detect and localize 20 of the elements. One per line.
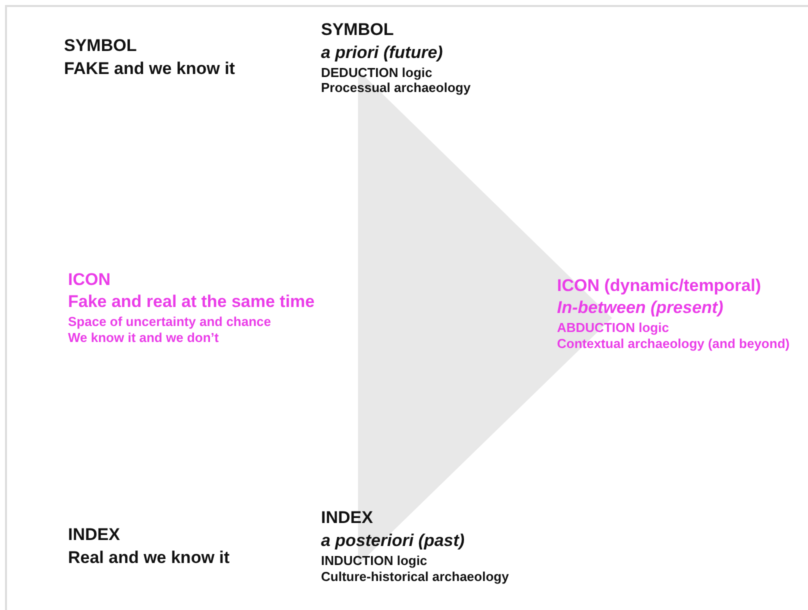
subheading: In-between (present) xyxy=(557,299,724,318)
description: Fake and real at the same time xyxy=(68,293,315,312)
description: FAKE and we know it xyxy=(64,60,235,79)
subheading: a posteriori (past) xyxy=(321,532,465,551)
heading: INDEX xyxy=(68,526,120,545)
heading: SYMBOL xyxy=(321,21,394,40)
heading: ICON (dynamic/temporal) xyxy=(557,277,762,296)
logic-text: ABDUCTION logic xyxy=(557,321,669,336)
logic-text: INDUCTION logic xyxy=(321,554,428,568)
subheading: a priori (future) xyxy=(321,44,443,63)
note-text: Space of uncertainty and chance xyxy=(68,315,272,330)
heading: ICON xyxy=(68,271,110,290)
note-text: We know it and we don’t xyxy=(68,331,219,346)
heading: SYMBOL xyxy=(64,37,137,56)
logic-text: DEDUCTION logic xyxy=(321,66,432,80)
field-text: Culture-historical archaeology xyxy=(321,570,509,584)
field-text: Contextual archaeology (and beyond) xyxy=(557,337,790,352)
description: Real and we know it xyxy=(68,549,230,568)
heading: INDEX xyxy=(321,509,373,528)
field-text: Processual archaeology xyxy=(321,81,471,96)
